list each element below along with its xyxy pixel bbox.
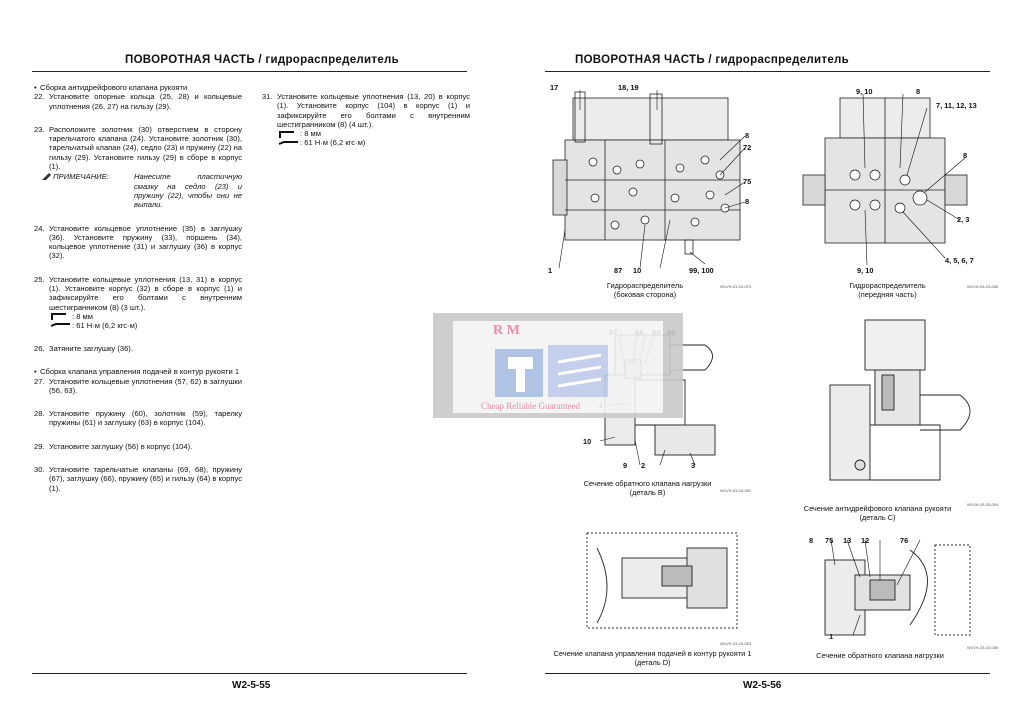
callout-label: 7, 11, 12, 13 <box>936 101 977 110</box>
figure-valve-front <box>795 80 990 280</box>
step-30: 30.Установите тарельчатые клапаны (69, 6… <box>34 465 242 493</box>
right-page-title: ПОВОРОТНАЯ ЧАСТЬ / гидрораспределитель <box>575 54 849 66</box>
callout-label: 4, 5, 6, 7 <box>945 256 974 265</box>
figure-anti-drift-c <box>820 315 985 495</box>
left-bottom-rule <box>32 673 467 674</box>
step-28: 28.Установите пружину (60), золотник (59… <box>34 409 242 428</box>
step-23: 23.Расположите золотник (30) отверстием … <box>34 124 242 172</box>
right-page-number: W2-5-56 <box>743 680 782 691</box>
watermark-brand: R M <box>493 323 520 338</box>
figure-code: W1VH-03-03-052 <box>720 488 752 493</box>
valve-front-drawing <box>802 93 968 266</box>
spec-wrench-size: : 8 мм <box>34 312 242 321</box>
callout-label: 3 <box>691 461 696 470</box>
valve-side-drawing <box>552 90 746 269</box>
step-22: 22.Установите опорные кольца (25, 28) и … <box>34 92 242 111</box>
callout-label: 75 <box>825 536 834 545</box>
callout-label: 12 <box>861 536 870 545</box>
left-page-number: W2-5-55 <box>232 680 271 691</box>
callout-label: 8 <box>809 536 814 545</box>
step-26: 26.Затяните заглушку (36). <box>34 343 133 353</box>
left-page-title: ПОВОРОТНАЯ ЧАСТЬ / гидрораспределитель <box>125 54 399 66</box>
figure-code: W1VH-03-03-073 <box>720 284 752 289</box>
figure-code: W1VH-03-03-054 <box>967 502 999 507</box>
callout-label: 2 <box>641 461 646 470</box>
callout-label: 1 <box>829 632 834 641</box>
figure-caption: Сечение клапана управления подачей в кон… <box>553 649 752 667</box>
figure-caption: Гидрораспределитель(передняя часть) <box>849 281 926 299</box>
figure-caption: Гидрораспределитель(боковая сторона) <box>606 281 684 299</box>
left-top-rule <box>32 71 467 72</box>
callout-label: 8 <box>916 87 921 96</box>
section-bullet-2: •Сборка клапана управления подачей в кон… <box>34 367 240 377</box>
figure-flow-control-d <box>577 528 747 638</box>
flow-control-d-drawing <box>586 532 738 629</box>
step-29: 29.Установите заглушку (56) в корпус (10… <box>34 441 193 451</box>
callout-label: 2, 3 <box>957 215 970 224</box>
right-top-rule <box>545 71 990 72</box>
callout-label: 10 <box>633 266 642 275</box>
callout-label: 99, 100 <box>689 266 714 275</box>
hex-key-icon <box>279 130 294 138</box>
spec-torque: : 61 Н·м (6,2 кгс·м) <box>34 321 242 330</box>
torque-wrench-icon <box>50 323 70 328</box>
callout-label: 13 <box>843 536 852 545</box>
left-column-1: •Сборка антидрейфового клапана рукояти 2… <box>34 83 242 493</box>
callout-label: 8 <box>745 131 750 140</box>
spec-torque-2: : 61 Н·м (6,2 кгс·м) <box>262 138 470 147</box>
figure-caption: Сечение обратного клапана нагрузки <box>816 651 944 660</box>
left-column-2: 31.Установите кольцевые уплотнения (13, … <box>262 92 470 147</box>
torque-wrench-icon <box>278 140 298 145</box>
callout-label: 75 <box>743 177 752 186</box>
callout-label: 1 <box>548 266 553 275</box>
hex-key-icon <box>51 313 66 321</box>
figure-code: W1VH-03-03-055 <box>967 645 999 650</box>
anti-drift-c-drawing <box>829 319 971 481</box>
callout-label: 9 <box>623 461 628 470</box>
watermark: R M Cheap Reliable Guaranteed <box>433 313 683 418</box>
step-25: 25.Установите кольцевые уплотнения (13, … <box>34 274 242 312</box>
callout-label: 9, 10 <box>857 266 874 275</box>
figure-caption: Сечение обратного клапана нагрузки(детал… <box>583 479 712 497</box>
step-27: 27.Установите кольцевые уплотнения (57, … <box>34 376 242 395</box>
callout-label: 9, 10 <box>856 87 873 96</box>
watermark-logo <box>495 345 608 397</box>
callout-label: 18, 19 <box>618 83 639 92</box>
left-page: ПОВОРОТНАЯ ЧАСТЬ / гидрораспределитель •… <box>0 0 500 720</box>
step-31: 31.Установите кольцевые уплотнения (13, … <box>262 92 470 129</box>
pencil-icon <box>42 173 51 181</box>
figure-code: W1VH-03-03-066 <box>967 284 999 289</box>
watermark-slogan: Cheap Reliable Guaranteed <box>481 401 580 411</box>
callout-label: 8 <box>745 197 750 206</box>
step-24: 24.Установите кольцевое уплотнение (35) … <box>34 223 242 261</box>
callout-label: 8 <box>963 151 968 160</box>
figure-load-check <box>815 535 980 645</box>
note: ПРИМЕЧАНИЕ: Нанесите пластичную смазку н… <box>34 172 242 209</box>
right-bottom-rule <box>545 673 990 674</box>
figure-valve-side <box>545 80 775 280</box>
watermark-panel: R M Cheap Reliable Guaranteed <box>453 321 663 413</box>
figure-caption: Сечение антидрейфового клапана рукояти(д… <box>803 504 952 522</box>
spec-wrench-size-2: : 8 мм <box>262 129 470 138</box>
section-bullet: •Сборка антидрейфового клапана рукояти <box>34 83 188 92</box>
callout-label: 10 <box>583 437 592 446</box>
callout-label: 72 <box>743 143 752 152</box>
callout-label: 87 <box>614 266 623 275</box>
load-check-drawing <box>824 539 971 636</box>
callout-label: 76 <box>900 536 909 545</box>
figure-code: W1VH-03-03-053 <box>720 641 752 646</box>
callout-label: 17 <box>550 83 559 92</box>
